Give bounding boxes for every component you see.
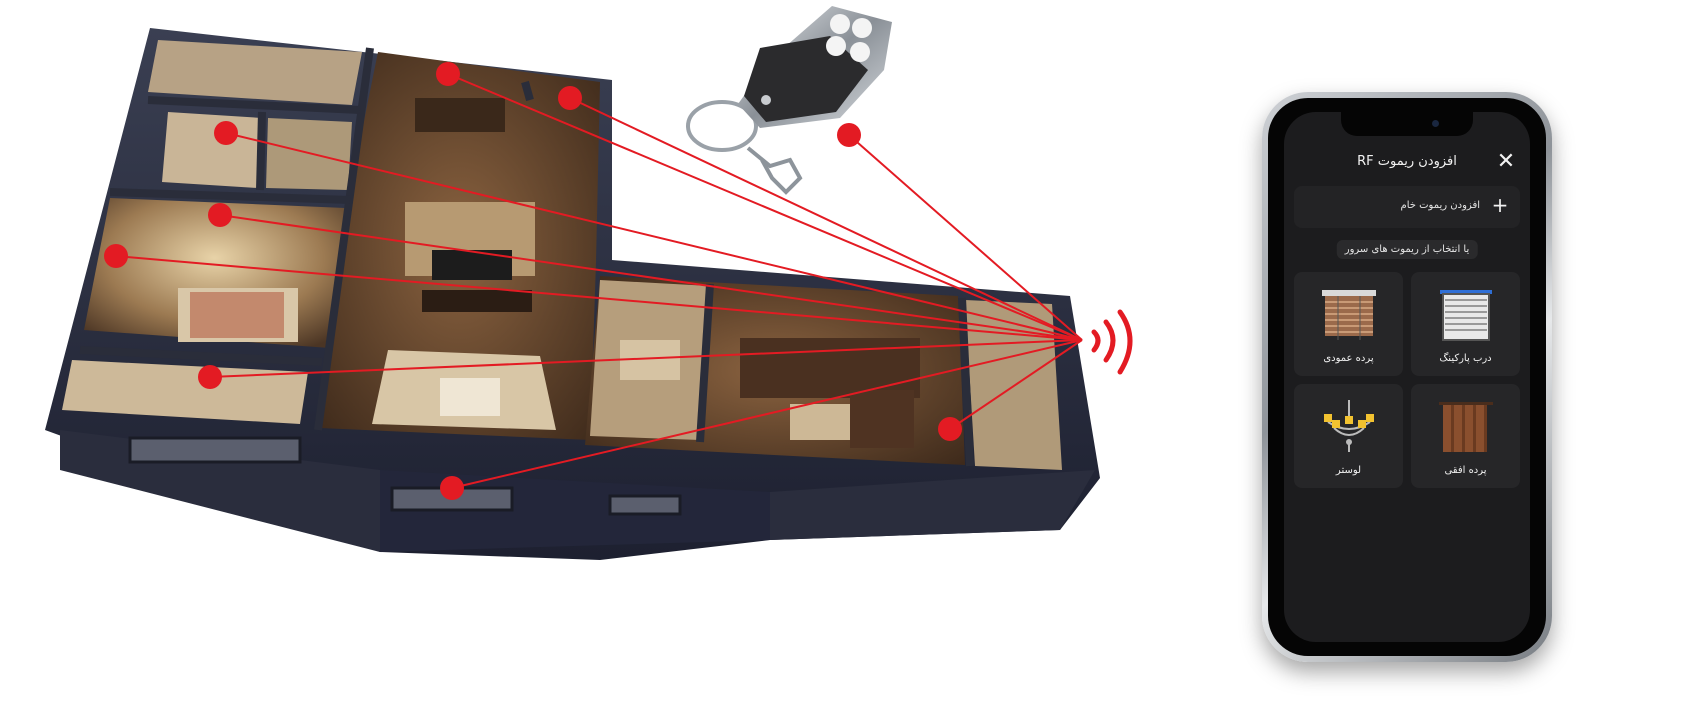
smartphone: افزودن ریموت RF ✕ + افزودن ریموت خام یا …	[1262, 92, 1552, 662]
garage-door-icon	[1439, 290, 1492, 341]
close-icon[interactable]: ✕	[1496, 149, 1516, 174]
rf-signal-icon	[1091, 309, 1133, 375]
remote-tile-chandelier[interactable]: لوستر	[1294, 384, 1403, 488]
device-marker	[938, 417, 962, 441]
device-marker	[198, 365, 222, 389]
tile-label: پرده افقی	[1444, 465, 1487, 476]
tile-label: پرده عمودی	[1323, 353, 1374, 364]
device-markers	[104, 62, 962, 500]
phone-bezel: افزودن ریموت RF ✕ + افزودن ریموت خام یا …	[1268, 98, 1546, 656]
device-marker	[440, 476, 464, 500]
app-header: افزودن ریموت RF ✕	[1284, 142, 1530, 186]
add-raw-remote-button[interactable]: + افزودن ریموت خام	[1294, 186, 1520, 228]
remote-type-grid: درب پارکینگ پرده ع	[1294, 272, 1520, 488]
device-marker	[436, 62, 460, 86]
page-title: افزودن ریموت RF	[1357, 154, 1457, 169]
camera-icon	[1432, 120, 1439, 127]
device-marker	[837, 123, 861, 147]
horizontal-curtain-icon	[1438, 402, 1493, 452]
rf-remote-icon	[686, 6, 892, 195]
vertical-blind-icon	[1321, 290, 1376, 340]
plus-icon: +	[1491, 193, 1509, 217]
device-marker	[104, 244, 128, 268]
chandelier-icon	[1323, 400, 1374, 452]
phone-notch	[1341, 112, 1473, 136]
remote-tile-horizontal-curtain[interactable]: پرده افقی	[1411, 384, 1520, 488]
remote-tile-garage-door[interactable]: درب پارکینگ	[1411, 272, 1520, 376]
floor-plan	[45, 28, 1100, 560]
device-marker	[214, 121, 238, 145]
tile-label: درب پارکینگ	[1439, 353, 1492, 364]
remote-tile-vertical-blind[interactable]: پرده عمودی	[1294, 272, 1403, 376]
server-remotes-label: یا انتخاب از ریموت های سرور	[1336, 240, 1478, 259]
tile-label: لوستر	[1335, 465, 1362, 476]
device-marker	[558, 86, 582, 110]
phone-screen: افزودن ریموت RF ✕ + افزودن ریموت خام یا …	[1284, 112, 1530, 642]
device-marker	[208, 203, 232, 227]
add-raw-remote-label: افزودن ریموت خام	[1400, 200, 1480, 211]
signal-beams	[115, 73, 1083, 489]
